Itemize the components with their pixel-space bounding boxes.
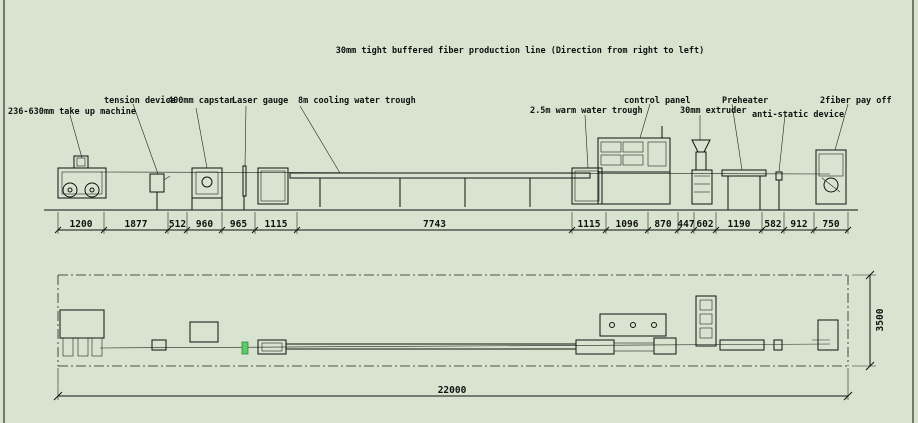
overall-length-value: 22000 [438, 385, 467, 396]
label-laser-gauge: Laser gauge [232, 96, 288, 106]
dimension-tick [690, 226, 698, 234]
dimension-tick [100, 226, 108, 234]
dimension-tick [674, 226, 682, 234]
label-control-panel: control panel [624, 96, 691, 106]
label-cooling-trough: 8m cooling water trough [298, 95, 416, 106]
dimension-tick [712, 226, 720, 234]
dimension-value: 602 [696, 219, 713, 230]
dimension-tick [844, 226, 852, 234]
dimension-value: 1096 [616, 219, 639, 230]
label-pay-off: 2fiber pay off [820, 95, 892, 106]
dimension-tick [183, 226, 191, 234]
dimension-tick [218, 226, 226, 234]
dimension-value: 512 [169, 219, 186, 230]
take-up-machine [57, 155, 107, 199]
dimension-tick [293, 226, 301, 234]
dimension-value: 1115 [265, 219, 288, 230]
dimension-value: 582 [764, 219, 781, 230]
dimension-tick [568, 226, 576, 234]
dimension-tick [780, 226, 788, 234]
cooling-water-trough [257, 167, 591, 207]
extruder [691, 139, 713, 205]
drawing-title: 30mm tight buffered fiber production lin… [336, 45, 704, 56]
pay-off [815, 149, 847, 205]
dimension-value: 447 [677, 219, 694, 230]
dimension-tick [54, 226, 62, 234]
warm-water-trough [571, 167, 603, 205]
capstan [191, 167, 223, 210]
preheater [721, 169, 767, 210]
overall-length-dimension [53, 368, 853, 401]
dimension-tick [251, 226, 259, 234]
overall-width-dimension [852, 270, 876, 371]
dimension-value: 7743 [423, 219, 446, 230]
dimension-tick [602, 226, 610, 234]
label-capstan: 400mm capstan [168, 96, 235, 106]
dimension-chain [54, 212, 852, 234]
plan-view [57, 274, 849, 367]
dimension-value: 960 [196, 219, 213, 230]
dimension-tick [164, 226, 172, 234]
label-preheater: Preheater [722, 96, 768, 106]
leader-lines [69, 103, 849, 175]
tension-device [149, 173, 171, 210]
anti-static-device [775, 171, 783, 210]
dimension-value: 1877 [125, 219, 148, 230]
dimension-tick [810, 226, 818, 234]
label-tension-device: tension device [104, 95, 176, 106]
control-panel [597, 126, 671, 205]
dimension-value: 912 [790, 219, 807, 230]
dimension-value: 870 [654, 219, 671, 230]
label-warm-trough: 2.5m warm water trough [530, 106, 643, 116]
label-extruder: 30mm extruder [680, 106, 747, 116]
dimension-tick [644, 226, 652, 234]
overall-width-value: 3500 [875, 308, 886, 331]
dimension-value: 750 [822, 219, 839, 230]
dimension-value: 965 [230, 219, 247, 230]
dimension-value: 1190 [728, 219, 751, 230]
label-take-up-machine: 236-630mm take up machine [8, 106, 136, 117]
laser-gauge [242, 165, 247, 210]
label-anti-static: anti-static device [752, 109, 844, 120]
dimension-tick [758, 226, 766, 234]
dimension-value: 1200 [70, 219, 93, 230]
dimension-value: 1115 [578, 219, 601, 230]
